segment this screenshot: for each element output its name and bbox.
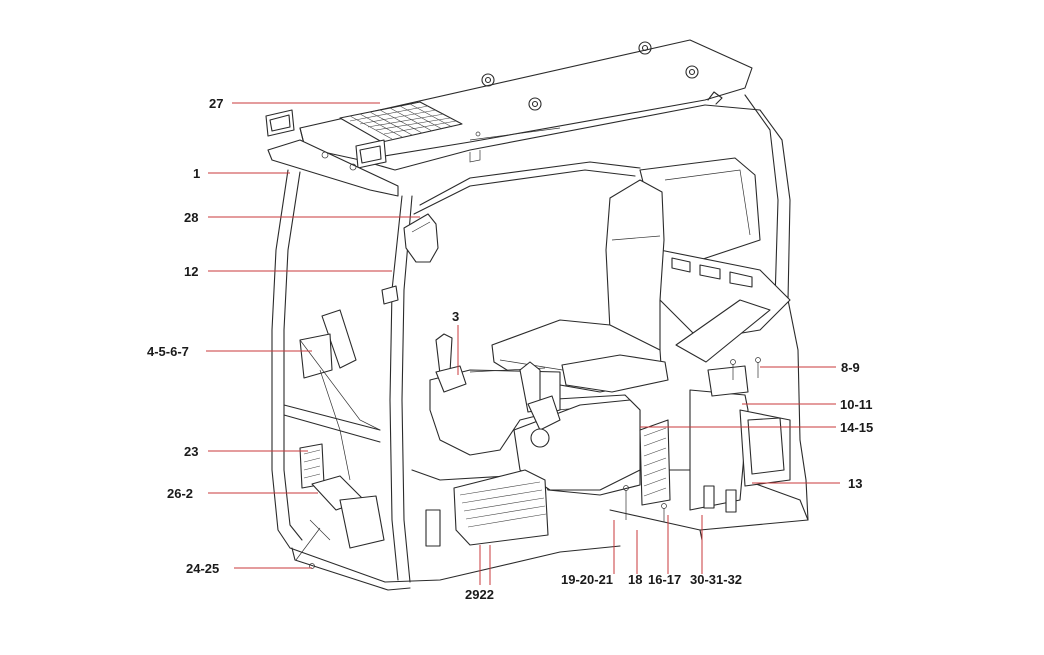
callout-1: 1: [193, 166, 200, 181]
pedal-assembly: [295, 309, 441, 561]
callout-26-2: 26-2: [167, 486, 193, 501]
callout-labels: 27 1 28 12 3 4-5-6-7 23 26-2 24-25 8-9 1…: [147, 96, 873, 602]
callout-12: 12: [184, 264, 198, 279]
callout-13: 13: [848, 476, 862, 491]
work-lights: [265, 109, 399, 197]
callout-30-31-32: 30-31-32: [690, 572, 742, 587]
callout-24-25: 24-25: [186, 561, 219, 576]
floor-vents: [453, 419, 671, 546]
callout-16-17: 16-17: [648, 572, 681, 587]
rear-bracket: [689, 365, 791, 513]
callout-18: 18: [628, 572, 642, 587]
callout-23: 23: [184, 444, 198, 459]
mirror-handle: [381, 213, 439, 305]
leader-lines: [206, 102, 840, 585]
right-joystick-console: [513, 361, 641, 491]
callout-28: 28: [184, 210, 198, 225]
bolts: [309, 357, 761, 569]
callout-14-15: 14-15: [840, 420, 873, 435]
callout-19-20-21: 19-20-21: [561, 572, 613, 587]
rear-shelf: [659, 249, 791, 363]
callout-27: 27: [209, 96, 223, 111]
callout-3: 3: [452, 309, 459, 324]
callout-10-11: 10-11: [840, 397, 873, 412]
callout-8-9: 8-9: [841, 360, 860, 375]
roof-vent-grid: [339, 101, 463, 143]
callout-4-5-6-7: 4-5-6-7: [147, 344, 189, 359]
callout-2922: 2922: [465, 587, 494, 602]
